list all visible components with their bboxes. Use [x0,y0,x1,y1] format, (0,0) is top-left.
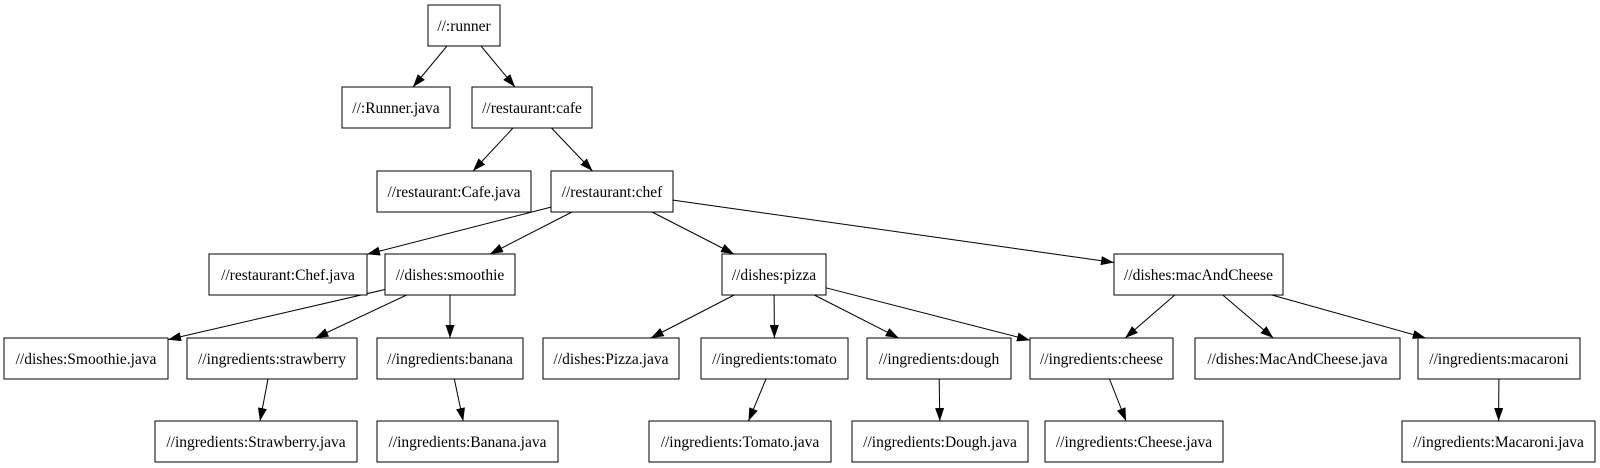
edge-cheese-to-cheese-java [1109,378,1127,422]
node-box-smoothie [384,253,516,296]
edge-chef-to-smoothie [489,211,573,255]
edge-cafe-to-cafe-java [472,127,514,172]
edge-pizza-to-pizza-java [650,294,735,339]
edge-strawberry-to-strawberry-java [257,378,269,422]
node-tomato: //ingredients:tomato [700,337,849,380]
node-label-banana: //ingredients:banana [387,351,513,368]
node-pizza: //dishes:pizza [721,253,827,296]
node-label-tomato: //ingredients:tomato [712,351,837,368]
node-box-macandcheese [1113,253,1284,296]
node-box-macandcheese-java [1194,337,1401,380]
node-box-strawberry [186,337,358,380]
edge-macandcheese-to-macaroni [1271,294,1426,339]
edge-pizza-to-dough [814,294,899,339]
node-label-dough-java: //ingredients:Dough.java [863,434,1017,451]
node-box-chef [550,170,674,213]
node-strawberry: //ingredients:strawberry [186,337,358,380]
node-box-cafe [471,86,593,129]
node-box-macaroni-java [1401,420,1596,463]
node-runner: //:runner [427,4,501,47]
node-chef-java: //restaurant:Chef.java [208,253,368,296]
node-box-runner [427,4,501,47]
node-box-runner-java [341,86,451,129]
edge-chef-to-pizza [651,211,735,255]
node-label-banana-java: //ingredients:Banana.java [389,434,547,451]
node-cheese-java: //ingredients:Cheese.java [1044,420,1224,463]
node-box-cheese [1029,337,1174,380]
node-label-cheese: //ingredients:cheese [1040,351,1163,368]
node-label-chef: //restaurant:chef [562,184,664,201]
node-label-pizza: //dishes:pizza [732,267,816,284]
node-label-macaroni: //ingredients:macaroni [1429,351,1569,368]
node-box-smoothie-java [3,337,169,380]
node-macaroni-java: //ingredients:Macaroni.java [1401,420,1596,463]
node-cafe-java: //restaurant:Cafe.java [376,170,532,213]
node-macandcheese-java: //dishes:MacAndCheese.java [1194,337,1401,380]
edges-layer [167,45,1504,422]
edge-chef-to-chef-java [366,206,552,256]
node-banana: //ingredients:banana [376,337,524,380]
nodes-layer: //:runner //:Runner.java //restaurant:cafe… [3,4,1596,463]
node-box-cafe-java [376,170,532,213]
edge-runner-to-runner-java [412,45,448,88]
node-label-cafe: //restaurant:cafe [482,100,582,117]
node-label-macaroni-java: //ingredients:Macaroni.java [1413,434,1584,451]
node-box-dough-java [851,420,1029,463]
node-label-runner-java: //:Runner.java [352,100,440,117]
node-label-chef-java: //restaurant:Chef.java [221,267,355,284]
node-cheese: //ingredients:cheese [1029,337,1174,380]
node-smoothie-java: //dishes:Smoothie.java [3,337,169,380]
node-label-cheese-java: //ingredients:Cheese.java [1056,434,1212,451]
node-label-dough: //ingredients:dough [879,351,1000,368]
node-label-runner: //:runner [437,18,491,35]
node-runner-java: //:Runner.java [341,86,451,129]
node-label-macandcheese-java: //dishes:MacAndCheese.java [1207,351,1387,368]
edge-macandcheese-to-macandcheese-java [1222,294,1274,339]
node-tomato-java: //ingredients:Tomato.java [648,420,832,463]
node-box-pizza-java [542,337,680,380]
edge-pizza-to-cheese [825,287,1031,342]
node-box-macaroni [1417,337,1581,380]
node-box-dough [866,337,1012,380]
node-banana-java: //ingredients:Banana.java [376,420,559,463]
edge-smoothie-to-strawberry [315,294,407,339]
node-box-banana [376,337,524,380]
edge-cafe-to-chef [551,127,593,172]
edge-runner-to-cafe [480,45,516,88]
node-box-strawberry-java [154,420,358,463]
node-label-strawberry: //ingredients:strawberry [198,351,346,368]
node-label-tomato-java: //ingredients:Tomato.java [661,434,820,451]
edge-dough-to-dough-java [935,378,945,422]
node-smoothie: //dishes:smoothie [384,253,516,296]
node-cafe: //restaurant:cafe [471,86,593,129]
node-box-tomato [700,337,849,380]
node-label-cafe-java: //restaurant:Cafe.java [388,184,521,201]
node-box-chef-java [208,253,368,296]
node-box-cheese-java [1044,420,1224,463]
edge-smoothie-to-smoothie-java [167,289,386,342]
node-pizza-java: //dishes:Pizza.java [542,337,680,380]
node-chef: //restaurant:chef [550,170,674,213]
edge-chef-to-macandcheese [672,199,1115,266]
node-box-pizza [721,253,827,296]
node-strawberry-java: //ingredients:Strawberry.java [154,420,358,463]
node-label-pizza-java: //dishes:Pizza.java [554,351,669,368]
node-label-smoothie: //dishes:smoothie [396,267,505,284]
edge-macandcheese-to-cheese [1124,294,1176,339]
node-label-macandcheese: //dishes:macAndCheese [1124,267,1273,284]
edge-tomato-to-tomato-java [748,378,767,422]
edge-banana-to-banana-java [453,378,465,422]
node-macaroni: //ingredients:macaroni [1417,337,1581,380]
node-label-strawberry-java: //ingredients:Strawberry.java [166,434,345,451]
node-box-banana-java [376,420,559,463]
node-box-tomato-java [648,420,832,463]
node-dough: //ingredients:dough [866,337,1012,380]
node-label-smoothie-java: //dishes:Smoothie.java [16,351,157,368]
node-macandcheese: //dishes:macAndCheese [1113,253,1284,296]
node-dough-java: //ingredients:Dough.java [851,420,1029,463]
